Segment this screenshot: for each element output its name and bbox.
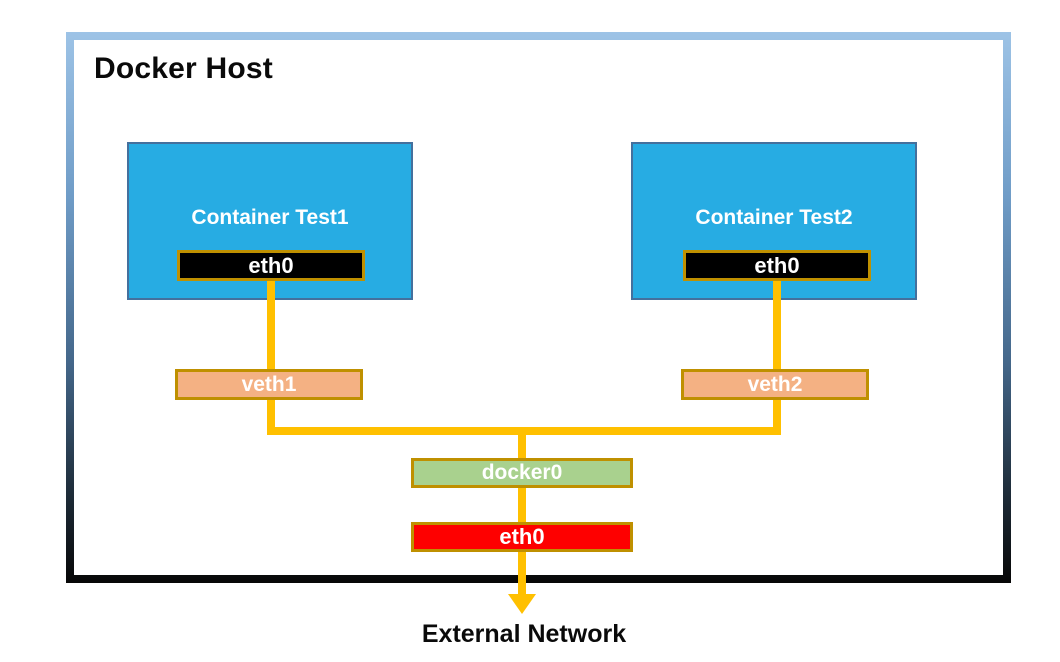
container-test2-label: Container Test2 bbox=[695, 206, 853, 229]
container2-eth0-badge: eth0 bbox=[683, 250, 871, 281]
connector-eth0-to-veth1-line bbox=[267, 281, 275, 435]
arrow-down-icon bbox=[508, 594, 536, 614]
docker-host-inner-panel bbox=[74, 40, 1003, 575]
container-test1-label: Container Test1 bbox=[191, 206, 349, 229]
container1-eth0-badge: eth0 bbox=[177, 250, 365, 281]
docker0-bridge-badge: docker0 bbox=[411, 458, 633, 488]
host-eth0-badge: eth0 bbox=[411, 522, 633, 552]
external-network-label: External Network bbox=[421, 620, 627, 648]
connector-bridge-to-external-line bbox=[518, 431, 526, 598]
veth2-badge: veth2 bbox=[681, 369, 869, 400]
docker-host-frame bbox=[66, 32, 1011, 583]
veth1-badge: veth1 bbox=[175, 369, 363, 400]
docker-host-title: Docker Host bbox=[94, 52, 273, 85]
connector-eth0-to-veth2-line bbox=[773, 281, 781, 435]
